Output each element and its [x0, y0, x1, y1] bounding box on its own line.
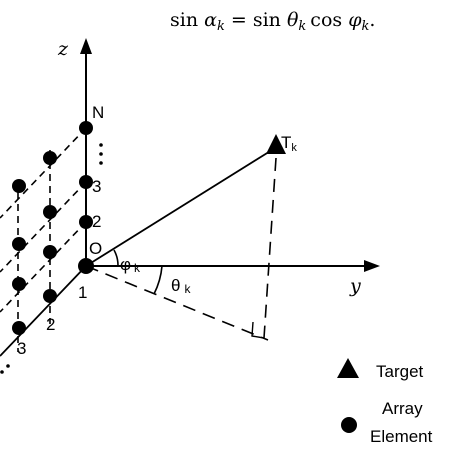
eq-equals: =	[231, 9, 247, 31]
label-n: N	[92, 103, 104, 122]
eq-rhs-sub1: k	[298, 19, 306, 34]
projection-lines	[85, 157, 277, 341]
eq-lhs-fn: sin	[170, 9, 198, 31]
array-elements	[12, 121, 94, 335]
array-element	[12, 321, 26, 335]
continuation-dots	[0, 143, 103, 374]
array-element	[12, 179, 26, 193]
y-axis-arrowhead	[364, 260, 380, 272]
legend-target-icon	[337, 358, 359, 378]
array-element	[43, 151, 57, 165]
legend-target-label: Target	[376, 362, 424, 381]
phi-angle-arc	[113, 249, 119, 267]
origin-label: O	[89, 239, 102, 258]
label-x-2: 2	[46, 315, 55, 334]
label-z-2: 2	[92, 212, 101, 231]
legend-array-icon	[341, 417, 357, 433]
target-label: Tk	[281, 133, 297, 154]
array-element	[79, 121, 93, 135]
grid-row-n	[0, 127, 87, 219]
array-element	[43, 289, 57, 303]
z-axis	[80, 38, 92, 266]
legend-array-line2: Element	[370, 427, 433, 446]
label-z-1: 1	[78, 283, 87, 302]
eq-end: .	[369, 9, 375, 31]
grid-row-3	[0, 181, 87, 273]
eq-lhs-var: α	[204, 9, 217, 31]
target-direction-line	[85, 149, 273, 267]
theta-angle-arc	[153, 265, 163, 295]
legend: Target Array Element	[337, 358, 433, 446]
label-x-3: 3	[17, 339, 26, 358]
z-axis-label: z	[57, 38, 69, 60]
x-axis	[0, 265, 87, 357]
y-axis	[86, 260, 380, 272]
projection-ground-line	[85, 265, 269, 341]
array-element	[79, 215, 93, 229]
right-angle-marker	[251, 321, 265, 339]
eq-rhs-sub2: k	[362, 19, 370, 34]
array-grid-lines	[0, 127, 87, 352]
label-z-3: 3	[92, 177, 101, 196]
eq-rhs-var1: θ	[287, 9, 299, 31]
grid-row-2	[0, 221, 87, 313]
eq-rhs-var2: φ	[348, 9, 362, 31]
target-icon	[266, 134, 286, 154]
array-element	[12, 237, 26, 251]
eq-rhs-fn1: sin	[253, 9, 281, 31]
projection-drop-line	[263, 157, 277, 339]
eq-rhs-fn2: cos	[310, 9, 342, 31]
array-element	[12, 277, 26, 291]
y-axis-label: y	[349, 275, 361, 297]
eq-lhs-sub: k	[217, 19, 225, 34]
z-axis-arrowhead	[80, 38, 92, 54]
array-element	[43, 205, 57, 219]
array-element	[79, 175, 93, 189]
array-element	[43, 245, 57, 259]
legend-array-line1: Array	[382, 399, 423, 418]
